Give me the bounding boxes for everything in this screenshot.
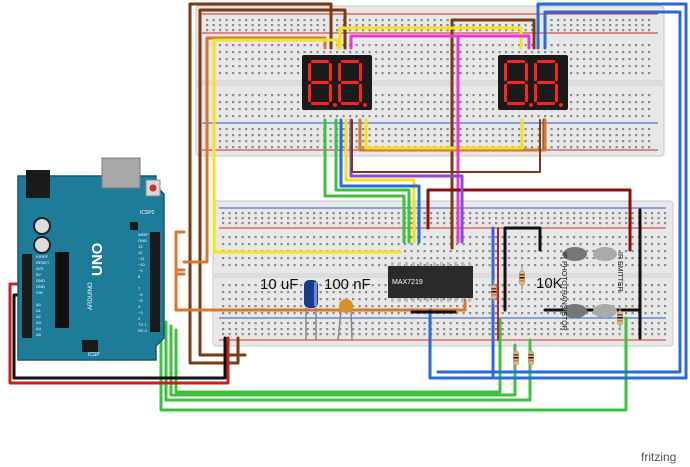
arduino-left-pin-label: 5V	[36, 272, 41, 277]
arduino-right-pin-label: 7	[138, 286, 141, 291]
arduino-right-pin-label: TX 1	[138, 322, 147, 327]
arduino-left-pin-label: A0	[36, 302, 42, 307]
arduino-left-pin-label: A4	[36, 326, 42, 331]
ir-sensor-section: IR PHOTOTRANSISTOR IR EMITTER 10K	[491, 247, 623, 370]
arduino-right-pin-label: GND	[138, 238, 147, 243]
arduino-uno-board: UNO ARDUINO ICSP ICSP2 IOREFRESET3V35VGN…	[17, 157, 165, 361]
ic-chip-icon: MAX7219	[388, 262, 473, 302]
arduino-right-pin-label: ~9	[138, 268, 143, 273]
arduino-right-pin-label: ~5	[138, 298, 143, 303]
arduino-brand-label: UNO	[89, 242, 106, 276]
phototransistor-label: IR PHOTOTRANSISTOR	[560, 252, 567, 331]
capacitor-2-label: 100 nF	[324, 276, 371, 293]
arduino-left-pin-label: A3	[36, 320, 42, 325]
arduino-left-pin-label: A5	[36, 332, 42, 337]
arduino-right-pin-label: 4	[138, 304, 141, 309]
capacitor-1-label: 10 uF	[260, 276, 298, 293]
arduino-left-pin-label: 3V3	[36, 266, 44, 271]
arduino-right-pin-label: 12	[138, 250, 143, 255]
arduino-left-pin-label: GND	[36, 278, 45, 283]
arduino-right-pin-label: AREF	[138, 232, 149, 237]
icsp2-label: ICSP2	[140, 210, 155, 216]
arduino-right-pin-label: RX 0	[138, 328, 148, 333]
arduino-left-pin-label: VIN	[36, 290, 43, 295]
arduino-right-pin-label: 8	[138, 274, 141, 279]
seven-segment-display-icon	[498, 55, 568, 110]
arduino-left-pin-label: A2	[36, 314, 42, 319]
capacitor-icon	[304, 280, 318, 340]
emitter-label: IR EMITTER	[616, 252, 623, 292]
arduino-left-pin-label: RESET	[36, 260, 50, 265]
arduino-left-pin-label: A1	[36, 308, 42, 313]
wires	[8, 2, 688, 412]
arduino-right-pin-label: ~11	[138, 256, 145, 261]
fritzing-watermark: fritzing	[641, 450, 676, 464]
chip-label: MAX7219	[392, 279, 423, 286]
arduino-right-pin-label: 2	[138, 316, 141, 321]
arduino-right-pin-label: ~6	[138, 292, 143, 297]
seven-segment-display-icon	[302, 55, 372, 110]
arduino-left-pin-label: GND	[36, 284, 45, 289]
icsp-label: ICSP	[88, 352, 100, 358]
resistor-value-label: 10K	[536, 275, 563, 292]
arduino-right-pin-label: ~10	[138, 262, 146, 267]
arduino-prefix-label: ARDUINO	[88, 282, 94, 310]
arduino-right-pin-label: ~3	[138, 310, 143, 315]
arduino-right-pin-label: 13	[138, 244, 143, 249]
capacitor-icon	[337, 299, 353, 341]
arduino-left-pin-label: IOREF	[36, 254, 49, 259]
